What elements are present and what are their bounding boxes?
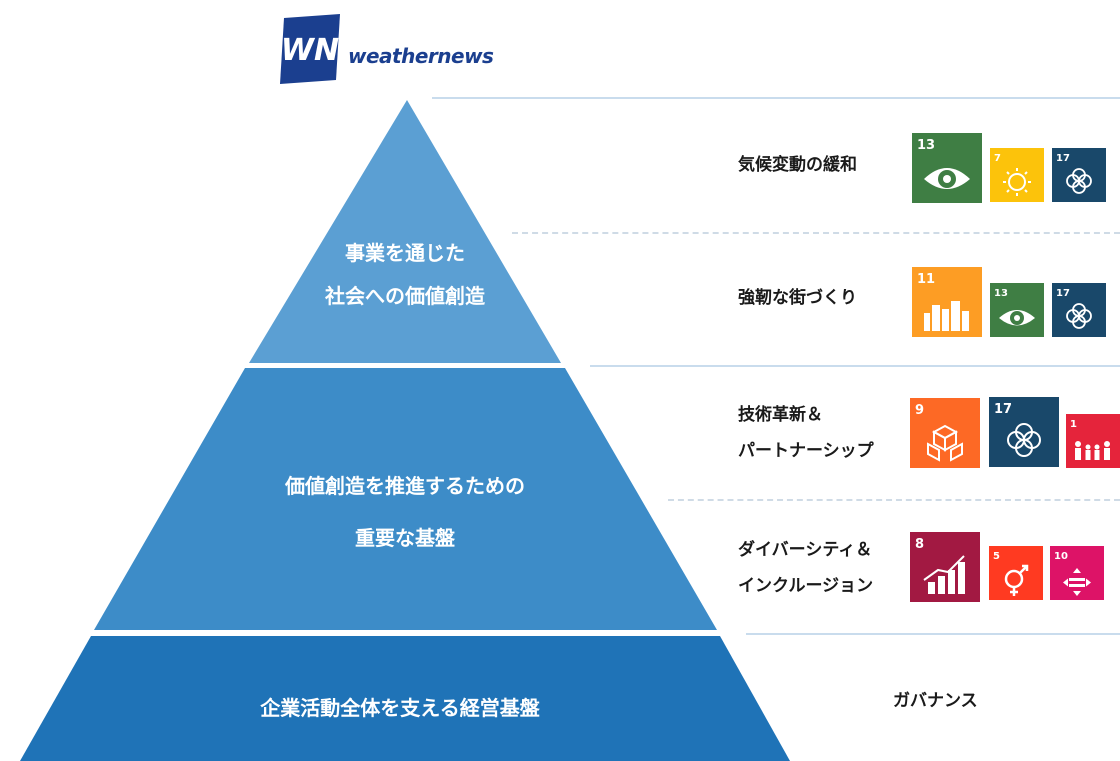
category-innovation-line2: パートナーシップ — [738, 441, 874, 461]
city-buildings-icon — [924, 301, 969, 331]
category-innovation: 技術革新＆ パートナーシップ — [738, 397, 874, 469]
sdg-7-number: 7 — [994, 153, 1001, 164]
top-rule — [432, 97, 1120, 99]
gender-icon — [1004, 564, 1029, 596]
tier-divider-1 — [590, 365, 1120, 367]
category-diversity-line2: インクルージョン — [738, 576, 874, 596]
category-governance: ガバナンス — [893, 691, 978, 711]
top-tier-line1: 事業を通じた — [345, 241, 465, 265]
category-resilient: 強靭な街づくり — [738, 288, 857, 308]
sdg-tile-9: 9 — [910, 398, 980, 468]
brand-logo-icon: WN — [278, 14, 342, 84]
sdg-tile-13: 13 — [912, 133, 982, 203]
brand-name: weathernews — [348, 44, 494, 68]
pyramid-top-tier — [249, 100, 561, 363]
sdg-tile-11: 11 — [912, 267, 982, 337]
flower-rings-icon — [1066, 168, 1092, 194]
pyramid-bottom-tier — [20, 636, 790, 761]
middle-tier-line1: 価値創造を推進するための — [285, 474, 525, 498]
sdg-tile-1: 1 — [1066, 414, 1120, 468]
sdg-tile-10: 10 — [1050, 546, 1104, 600]
sdg-5-number: 5 — [993, 551, 1000, 562]
sdg-17-b-number: 17 — [1056, 288, 1070, 299]
sun-icon — [1003, 168, 1031, 196]
middle-tier-line2: 重要な基盤 — [355, 526, 455, 550]
top-tier-text: 事業を通じた 社会への価値創造 — [250, 232, 560, 318]
tier-divider-2 — [746, 633, 1120, 635]
brand-mark-text: WN — [281, 33, 339, 68]
sdg-tile-13-b: 13 — [990, 283, 1044, 337]
growth-chart-icon — [923, 555, 965, 594]
sdg-11-number: 11 — [917, 272, 935, 287]
pyramid-middle-tier — [94, 368, 717, 630]
bottom-tier-line1: 企業活動全体を支える経営基盤 — [260, 696, 540, 720]
flower-rings-icon — [1007, 423, 1041, 457]
eye-earth-icon — [999, 310, 1035, 326]
sdg-17-number: 17 — [1056, 153, 1070, 164]
sdg-tile-7: 7 — [990, 148, 1044, 202]
dashed-divider-2 — [668, 499, 1120, 501]
sdg-13-number: 13 — [917, 138, 935, 153]
sdg-tile-5: 5 — [989, 546, 1043, 600]
sdg-13-b-number: 13 — [994, 288, 1008, 299]
category-diversity-line1: ダイバーシティ＆ — [738, 540, 873, 560]
sdg-tile-17: 17 — [1052, 148, 1106, 202]
sdg-1-number: 1 — [1070, 419, 1077, 430]
bottom-tier-text: 企業活動全体を支える経営基盤 — [100, 693, 700, 723]
sdg-17-c-number: 17 — [994, 402, 1012, 417]
sdg-8-number: 8 — [915, 537, 924, 552]
sdg-tile-17-c: 17 — [989, 397, 1059, 467]
sdg-tile-8: 8 — [910, 532, 980, 602]
top-tier-line2: 社会への価値創造 — [325, 284, 485, 308]
equality-arrows-icon — [1063, 568, 1091, 596]
dashed-divider-1 — [512, 232, 1120, 234]
sdg-tile-17-b: 17 — [1052, 283, 1106, 337]
middle-tier-text: 価値創造を推進するための 重要な基盤 — [150, 460, 660, 564]
eye-earth-icon — [924, 168, 970, 189]
cubes-icon — [927, 424, 963, 462]
family-icon — [1075, 441, 1110, 460]
sdg-9-number: 9 — [915, 403, 924, 418]
sdg-10-number: 10 — [1054, 551, 1068, 562]
flower-rings-icon — [1066, 303, 1092, 329]
category-climate: 気候変動の緩和 — [738, 155, 857, 175]
category-diversity: ダイバーシティ＆ インクルージョン — [738, 532, 873, 604]
category-innovation-line1: 技術革新＆ — [738, 405, 823, 425]
